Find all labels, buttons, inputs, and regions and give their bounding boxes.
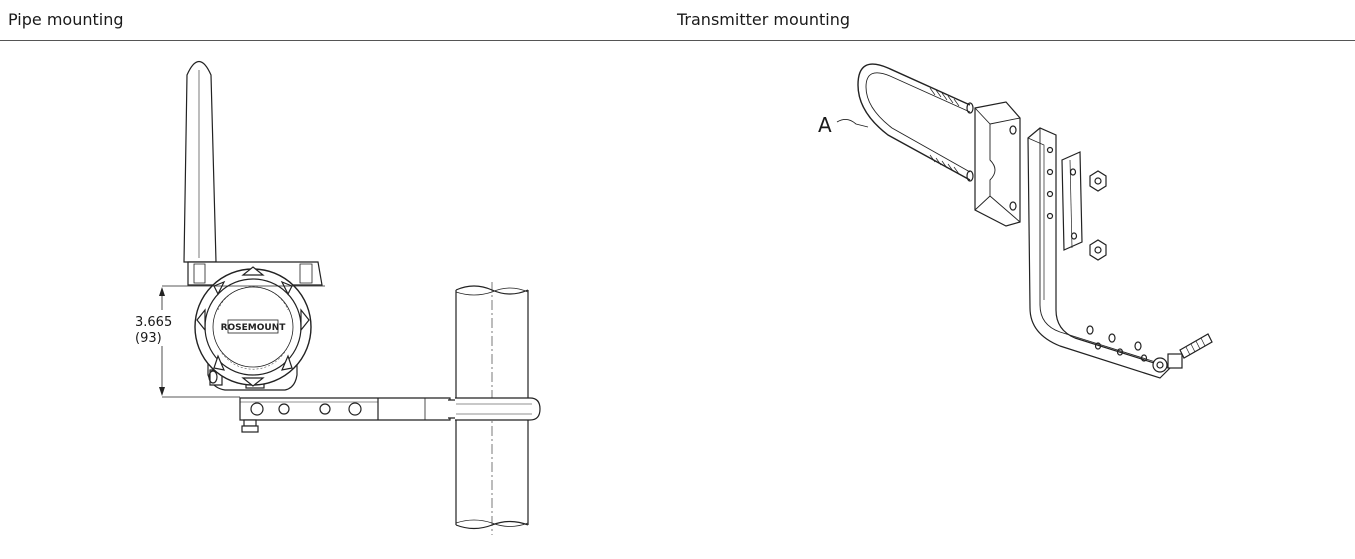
transmitter-mounting-drawing: A xyxy=(818,63,1213,379)
l-bracket xyxy=(1027,127,1213,379)
dimension-callout: 3.665 (93) xyxy=(135,285,325,398)
column-title-pipe-mounting: Pipe mounting xyxy=(8,10,124,29)
table-header: Pipe mounting Transmitter mounting xyxy=(0,0,1355,41)
brand-logo-text: ROSEMOUNT xyxy=(221,323,287,333)
callout-label: A xyxy=(818,113,832,137)
u-bolt xyxy=(857,63,974,182)
pipe-mounting-drawing: ROSEMOUNT 3.665 (93) xyxy=(135,60,541,535)
column-title-transmitter-mounting: Transmitter mounting xyxy=(677,10,851,29)
antenna xyxy=(183,60,217,263)
mounting-bracket-bar xyxy=(239,397,451,433)
hex-nuts xyxy=(1089,170,1107,261)
saddle-clamp xyxy=(974,101,1021,227)
flat-plate xyxy=(1061,151,1083,251)
dimension-inches: 3.665 xyxy=(135,315,172,330)
callout-a: A xyxy=(818,113,869,137)
dimension-mm: (93) xyxy=(135,331,162,346)
housing-cover: ROSEMOUNT xyxy=(194,266,312,387)
pipe-clamp xyxy=(448,397,541,421)
